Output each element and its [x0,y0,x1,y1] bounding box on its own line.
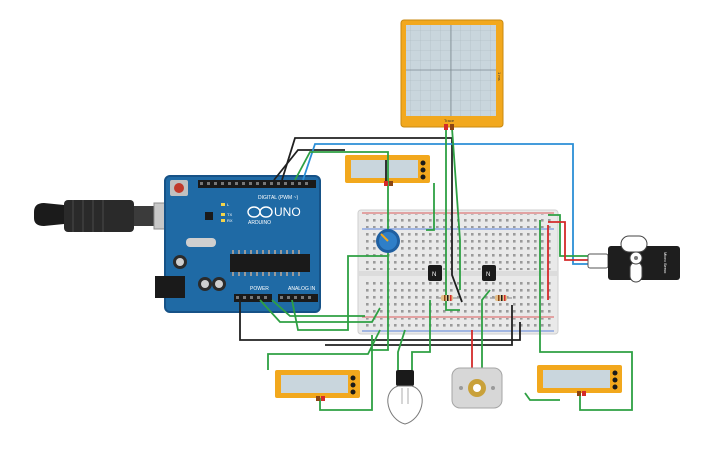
model-label: UNO [274,205,301,219]
wire-green-d[interactable] [271,299,365,317]
reset-button-cap[interactable] [174,183,184,193]
multimeter-bottom-right[interactable] [537,365,622,393]
wire-black-gnd[interactable] [239,300,521,341]
atmega-chip [230,254,310,272]
wire-green-mm-left-2[interactable] [319,335,373,411]
power-jack[interactable] [155,276,185,298]
wire-green-mm-right[interactable] [524,392,560,401]
small-chip [205,212,213,220]
wire-green-scope-2[interactable] [451,127,461,290]
wire-green-bulb-2[interactable] [411,300,431,370]
wire-green-b[interactable] [426,183,435,231]
light-bulb-icon[interactable] [387,370,423,425]
led-l-label: L [227,202,230,207]
usb-plug-icon[interactable] [34,200,181,232]
led-tx [221,213,225,216]
brand-label: ARDUINO [248,220,271,226]
led-rx-label: RX [227,218,233,223]
analog-header[interactable] [278,294,318,302]
wire-red-servo[interactable] [548,221,590,261]
crystal [186,238,216,247]
multimeter-bottom-left[interactable] [275,370,360,398]
servo-icon[interactable]: Micro Servo [587,235,680,283]
analog-label: ANALOG IN [288,286,316,292]
wire-green-mm-left[interactable] [267,329,381,370]
wire-green-mm-right-2[interactable] [539,220,633,411]
wire-green-c[interactable] [259,299,381,323]
resistor-2[interactable] [490,295,512,301]
transistor-2-label: N [486,272,490,278]
digital-label: DIGITAL (PWM ~) [258,195,298,201]
wire-green-motor[interactable] [481,289,491,370]
arduino-logo [247,206,273,218]
resistor-1[interactable] [436,295,458,301]
wire-green-scope[interactable] [445,128,460,311]
potentiometer-icon[interactable] [376,229,400,253]
dc-motor-icon[interactable] [451,367,503,409]
wire-green-bulb[interactable] [397,329,406,370]
power-label: POWER [250,286,269,292]
wire-blue-servo[interactable] [302,143,590,265]
probe-label: Trace [444,118,455,123]
servo-label: Micro Servo [663,252,668,274]
wire-green-servo[interactable] [548,214,590,257]
arduino-board[interactable]: DIGITAL (PWM ~) UNO ARDUINO L TX RX [155,175,321,313]
time-scale-label: 1 ms [497,72,502,81]
transistor-2[interactable]: N [482,265,496,281]
probe-pins [316,124,586,401]
led-tx-label: TX [227,212,232,217]
transistor-1[interactable]: N [428,265,442,281]
wire-green-a[interactable] [294,151,389,183]
transistor-1-label: N [432,272,436,278]
led-l [221,203,225,206]
oscilloscope[interactable]: 1 ms Trace [400,19,504,128]
wire-black-mm[interactable] [273,149,345,181]
wires [239,127,633,411]
led-rx [221,219,225,222]
wire-green-e[interactable] [291,255,388,331]
